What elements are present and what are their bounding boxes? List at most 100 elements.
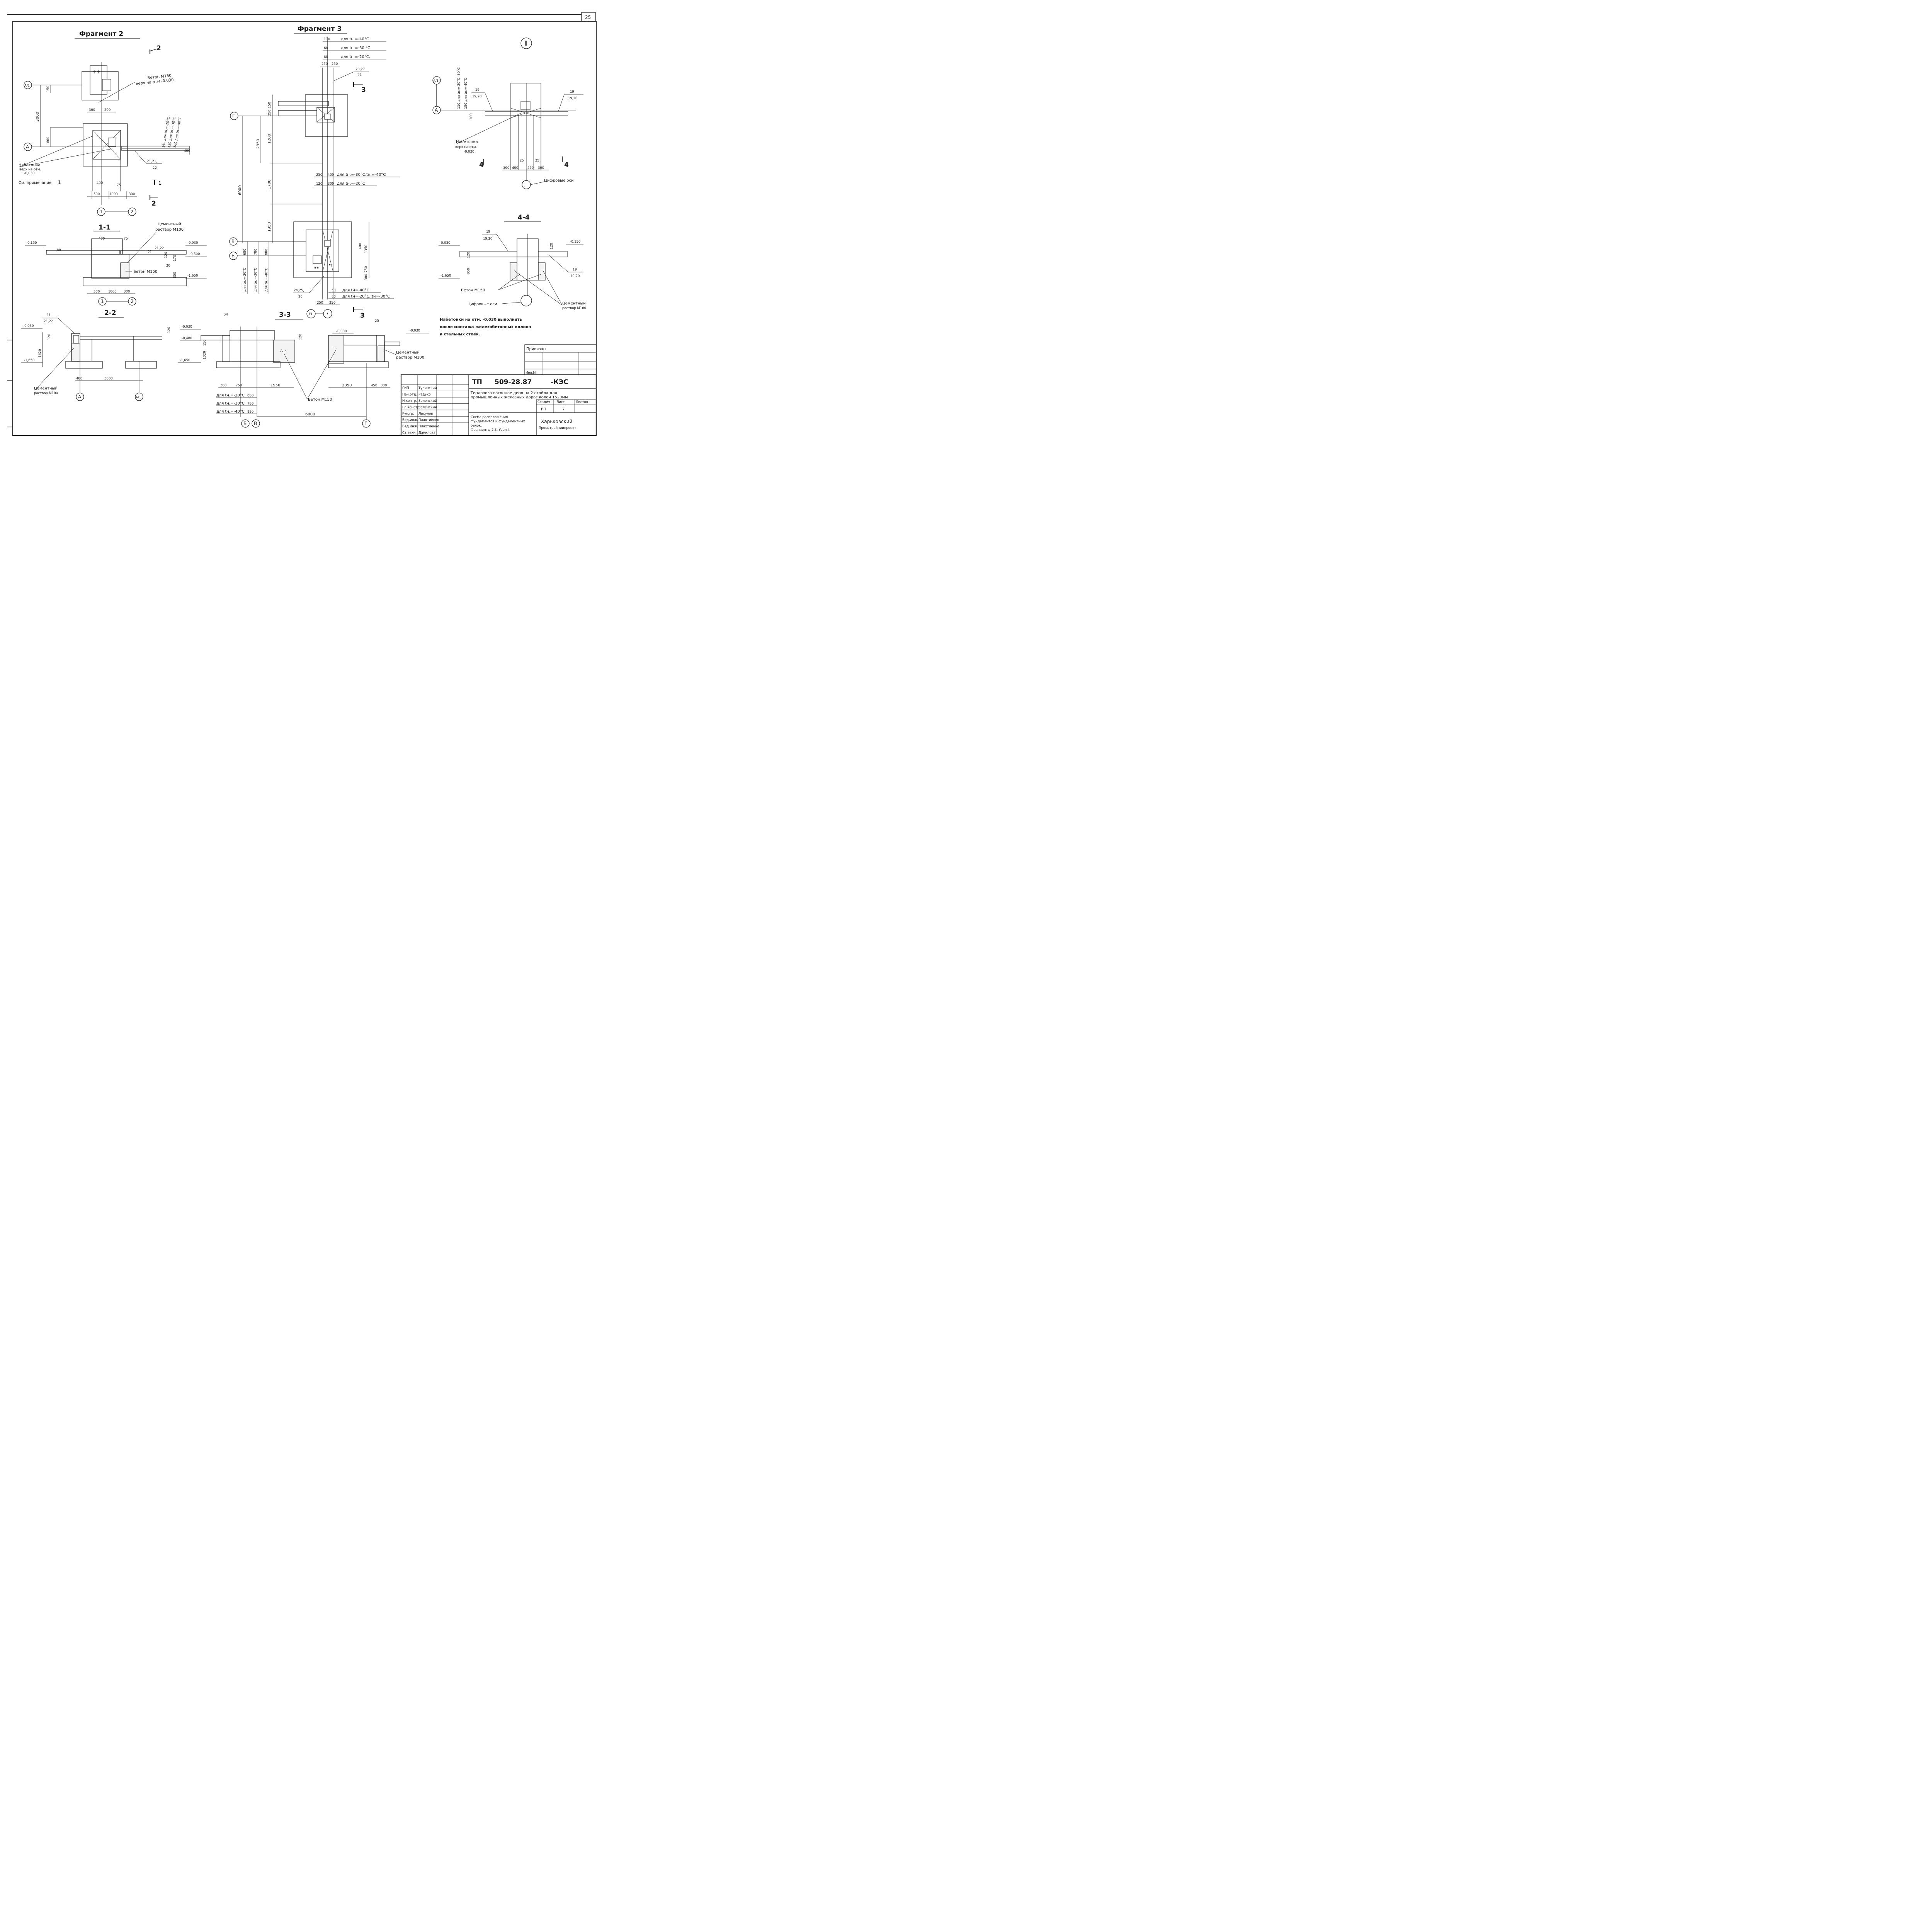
beam-section: [344, 335, 377, 345]
general-note: Набетонки на отм. -0.030 выполнить после…: [440, 317, 531, 337]
label-axes: Цифровые оси: [544, 179, 574, 183]
stamp-role: Н.контр.: [402, 399, 417, 403]
axis-v-label: В: [254, 421, 257, 426]
leader: [558, 94, 565, 112]
leader: [309, 276, 324, 293]
stamp-role: Вед.инж.: [402, 425, 418, 429]
label-cement: Цементный: [158, 222, 181, 226]
dim-2350: 2350: [342, 383, 352, 388]
dim-170: 170: [173, 255, 177, 261]
text-300: для tн.=-20°С: [337, 182, 365, 186]
dim-780: 780: [254, 249, 258, 255]
cement-fill: [120, 262, 129, 279]
dim-200: 200: [104, 108, 111, 112]
dim-880: 880: [247, 410, 253, 414]
section-3: 3: [361, 86, 366, 94]
dim-80: 80: [324, 55, 328, 59]
concrete-dots: ∴ ·: [280, 348, 286, 354]
sheet-header: Лист: [556, 400, 565, 404]
mark-m1650: -1,650: [24, 359, 34, 362]
leader: [284, 353, 308, 400]
dim-100: 100: [469, 114, 473, 120]
section-1-1: 1-1 -0,150 -0,030 -0,500 -1,650 400 75 8…: [25, 222, 207, 306]
dim-300: 300: [89, 108, 95, 112]
footing-lower: [293, 221, 352, 278]
leader: [333, 71, 354, 82]
dim-500: 500: [94, 290, 100, 294]
code: 509-28.87: [495, 378, 532, 386]
mark-m1650: -1,650: [187, 274, 198, 278]
anchor-bolts: ••: [314, 265, 319, 271]
rot-20: для tн.=-20°С: [243, 268, 247, 292]
cement-fill: [71, 344, 80, 362]
stamp-role: Ст.техн.: [402, 431, 417, 435]
text-20: для tн.=-20°С: [216, 393, 245, 398]
label-axes: Цифровые оси: [468, 302, 497, 306]
dim-850: 850: [173, 272, 177, 278]
ref-22: 22: [153, 166, 157, 170]
beam: [278, 110, 317, 116]
section-4-4: 4-4 -0.030 -0,150 -1,650 19 19,20 120 12…: [439, 214, 586, 310]
dim-880: 880: [265, 249, 269, 255]
axis-a1-label: А/1: [433, 79, 439, 83]
mark-m0150: -0,150: [26, 241, 37, 245]
dim-6000: 6000: [238, 185, 242, 195]
stamp-role: Нач.отд.: [402, 393, 417, 397]
leader: [307, 349, 337, 400]
dim-120a: 120: [467, 252, 471, 258]
stage-value: РП: [541, 407, 546, 412]
dim-50: 50: [332, 289, 336, 293]
axis-2-label: 2: [131, 209, 134, 214]
dim-2350: 2350: [256, 139, 260, 149]
dim-150: 150: [203, 340, 207, 346]
leader: [543, 270, 563, 306]
dim-250c: 250: [268, 110, 272, 116]
leader: [498, 274, 541, 290]
cement-fill: [510, 262, 517, 281]
axis-7-label: 7: [326, 311, 329, 316]
dim-680: 680: [247, 394, 253, 398]
stamp-frame: [400, 374, 597, 436]
desc-line-3: балок.: [471, 424, 482, 428]
title-block: Привязан Инв.№ ТП 509-28.87 -КЭС Теплово…: [400, 344, 597, 436]
label-top: верх на отм.: [455, 145, 477, 149]
anchor-bolts: •: [328, 262, 331, 268]
dim-300a: 300: [503, 166, 509, 170]
hatched-insert: [313, 255, 322, 264]
dim-1350: 1350: [364, 245, 368, 253]
beam: [278, 101, 329, 106]
hatched-insert: [324, 114, 331, 120]
axis-a1-label: А/1: [136, 396, 141, 400]
stamp-name: Зеленский: [418, 399, 437, 403]
ref-26: 26: [298, 295, 303, 299]
mark-m0500: -0,500: [189, 252, 200, 256]
slab: [538, 251, 568, 257]
ref-27: 27: [357, 73, 362, 77]
axis-6-label: 6: [309, 311, 312, 316]
dim-300b: 300: [538, 166, 544, 170]
dim-1000: 1000: [109, 192, 118, 196]
text-40: для tн.=-40°С: [216, 410, 245, 414]
beam-section: [230, 330, 275, 340]
leader: [502, 302, 521, 304]
stamp-name: Туринский: [418, 386, 437, 390]
axis-marker-2: [128, 207, 136, 216]
label-nabetonka: Набетонка: [19, 163, 41, 167]
code-suffix: -КЭС: [551, 378, 568, 386]
column-base-lower: [306, 230, 339, 272]
leader: [530, 181, 545, 185]
stamp-role: ГИП: [402, 386, 409, 390]
rot-40: для tн.=-40°С: [265, 268, 269, 292]
stamp-name: Плахтиенко: [418, 425, 439, 429]
ref-2122: 21,22: [44, 320, 53, 323]
dim-60: 60: [324, 46, 328, 50]
section-mark-label: 2: [156, 44, 161, 52]
stamp-name: Данилова: [418, 431, 435, 435]
axis-b-label: Б: [231, 253, 235, 259]
dim-120: 120: [48, 334, 51, 340]
dim-780: 780: [247, 402, 253, 406]
column-footing-upper: [82, 71, 119, 100]
footing-base: [125, 361, 157, 369]
text-80: для tн.=-20°С,: [341, 55, 370, 59]
dim-750: 750: [236, 384, 242, 388]
